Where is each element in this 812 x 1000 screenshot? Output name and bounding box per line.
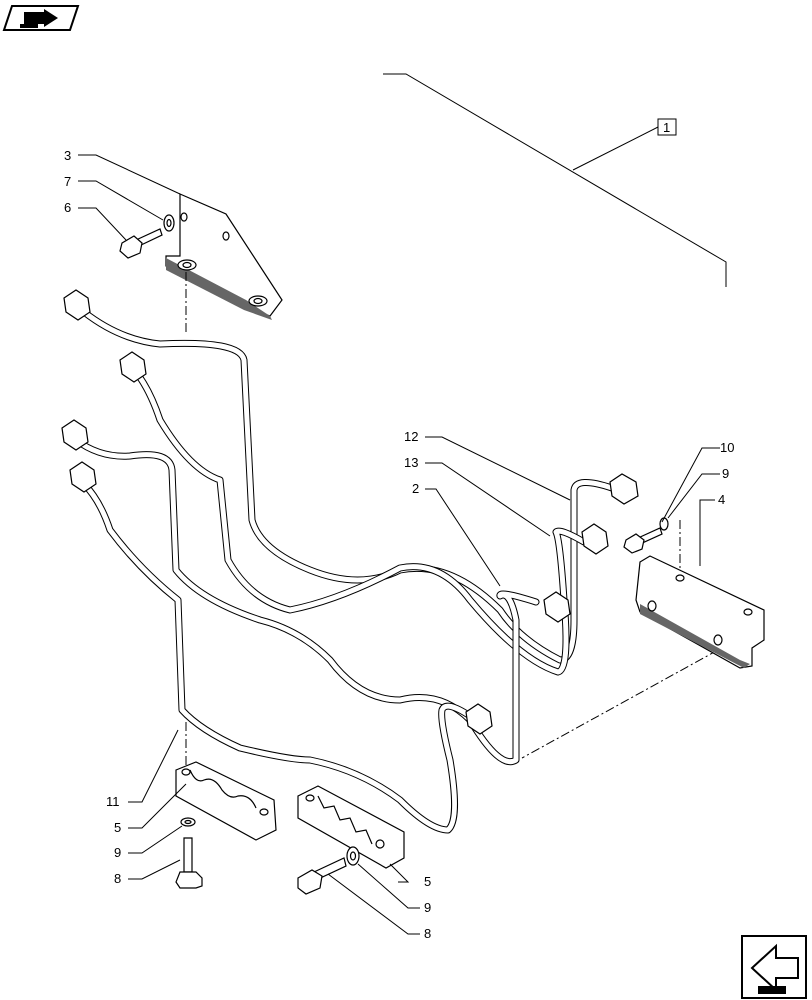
callout-4: 4 <box>718 492 725 507</box>
lower-left-washer <box>180 817 196 827</box>
upper-bracket <box>165 193 283 320</box>
callout-13: 13 <box>404 455 418 470</box>
callout-9-lower-left: 9 <box>114 845 121 860</box>
lower-left-bolt <box>175 837 203 889</box>
callout-10: 10 <box>720 440 734 455</box>
callout-6: 6 <box>64 200 71 215</box>
callout-2: 2 <box>412 481 419 496</box>
next-page-arrow-icon[interactable] <box>741 935 807 999</box>
callout-3: 3 <box>64 148 71 163</box>
right-bracket <box>635 555 765 669</box>
callout-9-lower-right: 9 <box>424 900 431 915</box>
right-pipe-clamp <box>297 785 405 869</box>
callout-7: 7 <box>64 174 71 189</box>
callout-8-right: 8 <box>424 926 431 941</box>
callout-5-left: 5 <box>114 820 121 835</box>
right-washer <box>659 517 669 531</box>
previous-page-arrow-icon[interactable] <box>2 5 80 31</box>
callout-9-right: 9 <box>722 466 729 481</box>
upper-bolt <box>119 228 163 259</box>
lower-right-bolt <box>297 857 347 895</box>
pipe-nuts <box>61 289 639 735</box>
right-bolt <box>623 527 663 554</box>
injection-pipes <box>72 308 616 834</box>
callout-11: 11 <box>106 794 120 809</box>
callout-12: 12 <box>404 429 418 444</box>
callout-assembly-1: 1 <box>663 120 670 135</box>
lower-right-washer <box>346 846 360 866</box>
callout-8-left: 8 <box>114 871 121 886</box>
assembly-leader <box>383 73 727 287</box>
upper-washer <box>163 214 175 232</box>
left-pipe-clamp <box>175 761 277 841</box>
leader-lines <box>78 154 720 935</box>
callout-5-right: 5 <box>424 874 431 889</box>
